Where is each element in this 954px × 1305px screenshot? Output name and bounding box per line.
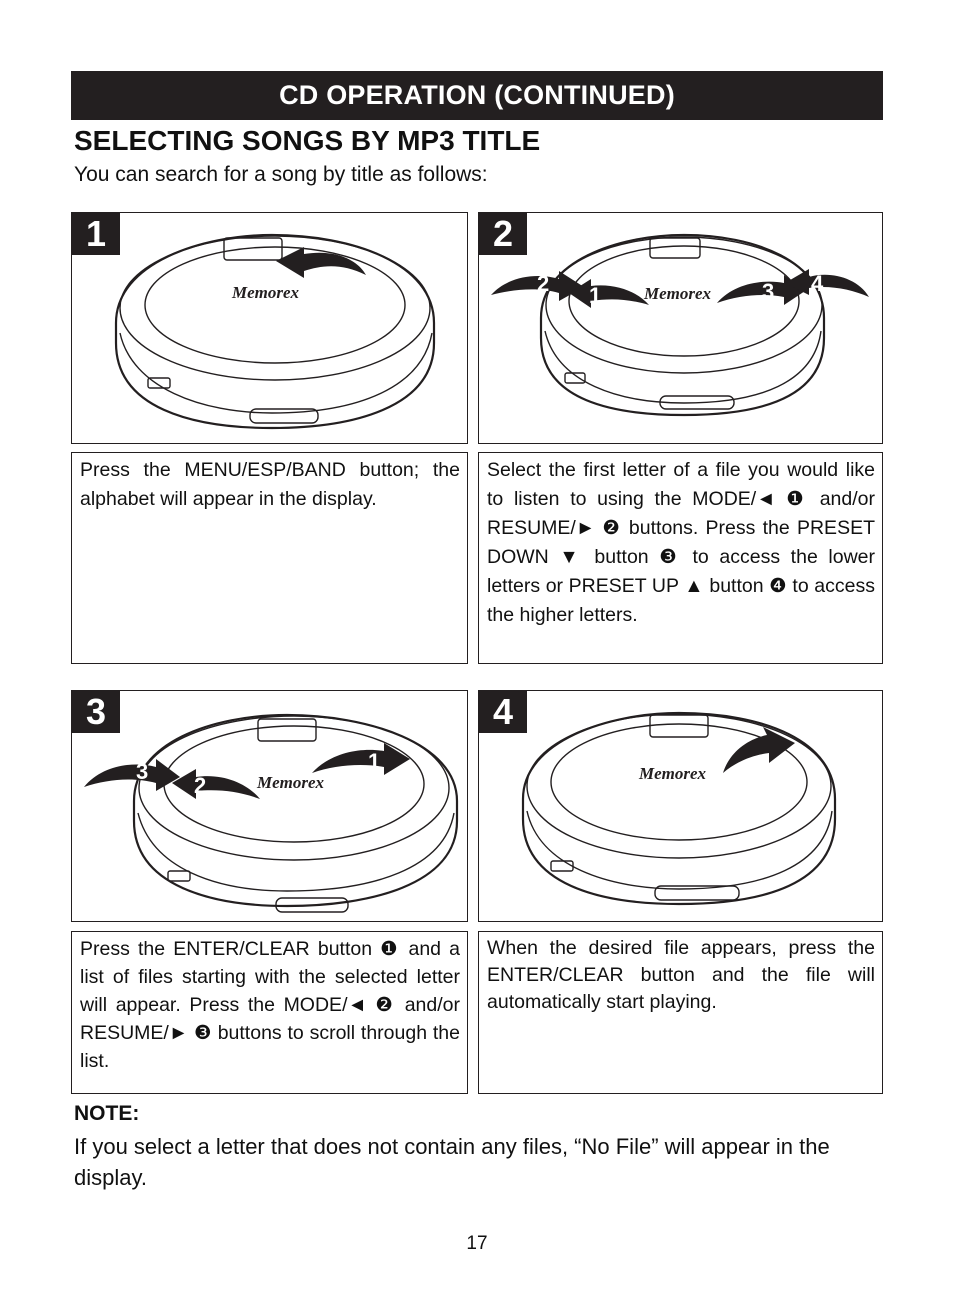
memorex-logo: Memorex [256, 773, 325, 792]
step-4-text: When the desired file appears, press the… [487, 937, 875, 1013]
cd-player-drawing: Memorex [114, 233, 436, 430]
callout-4: 4 [811, 271, 824, 296]
callout-1: 1 [589, 283, 601, 308]
arrow-icon [723, 727, 795, 773]
arrow-icon [569, 279, 649, 308]
step-4-instructions: When the desired file appears, press the… [478, 931, 883, 1094]
callout-3: 3 [762, 279, 774, 304]
cd-player-drawing: Memorex [521, 711, 837, 906]
arrow-icon [785, 269, 869, 297]
step-1-text: Press the MENU/ESP/BAND button; the alph… [80, 459, 460, 510]
cd-player-drawing: Memorex 2 1 3 4 [491, 233, 869, 417]
step-number: 2 [479, 213, 527, 255]
step-2-text: Select the first letter of a file you wo… [487, 459, 875, 626]
callout-3: 3 [136, 759, 148, 784]
arrow-icon [276, 247, 366, 278]
page-number: 17 [466, 1233, 488, 1254]
note-text: If you select a letter that does not con… [74, 1134, 830, 1190]
cd-player-drawing: Memorex 3 2 1 [84, 713, 459, 913]
arrow-icon [717, 275, 805, 305]
step-number: 1 [72, 213, 120, 255]
step-2-illustration: Memorex 2 1 3 4 2 [478, 212, 883, 444]
note-label: NOTE: [74, 1102, 140, 1125]
page-title: SELECTING SONGS BY MP3 TITLE [74, 125, 541, 156]
step-3-illustration: Memorex 3 2 1 3 [71, 690, 468, 922]
step-number: 3 [72, 691, 120, 733]
arrow-icon [312, 743, 410, 775]
step-1-illustration: Memorex 1 [71, 212, 468, 444]
arrow-icon [84, 759, 180, 791]
step-3-instructions: Press the ENTER/CLEAR button ❶ and a lis… [71, 931, 468, 1094]
callout-1: 1 [368, 749, 380, 774]
memorex-logo: Memorex [231, 283, 300, 302]
step-3-text: Press the ENTER/CLEAR button ❶ and a lis… [80, 938, 460, 1072]
memorex-logo: Memorex [643, 284, 712, 303]
arrow-icon [491, 271, 584, 301]
memorex-logo: Memorex [638, 764, 707, 783]
callout-2: 2 [537, 271, 549, 296]
arrow-icon [172, 769, 260, 799]
section-banner: CD OPERATION (CONTINUED) [71, 71, 883, 120]
step-2-instructions: Select the first letter of a file you wo… [478, 452, 883, 664]
step-1-instructions: Press the MENU/ESP/BAND button; the alph… [71, 452, 468, 664]
callout-2: 2 [194, 773, 206, 798]
step-4-illustration: Memorex 4 [478, 690, 883, 922]
intro-text: You can search for a song by title as fo… [74, 163, 488, 186]
step-number: 4 [479, 691, 527, 733]
